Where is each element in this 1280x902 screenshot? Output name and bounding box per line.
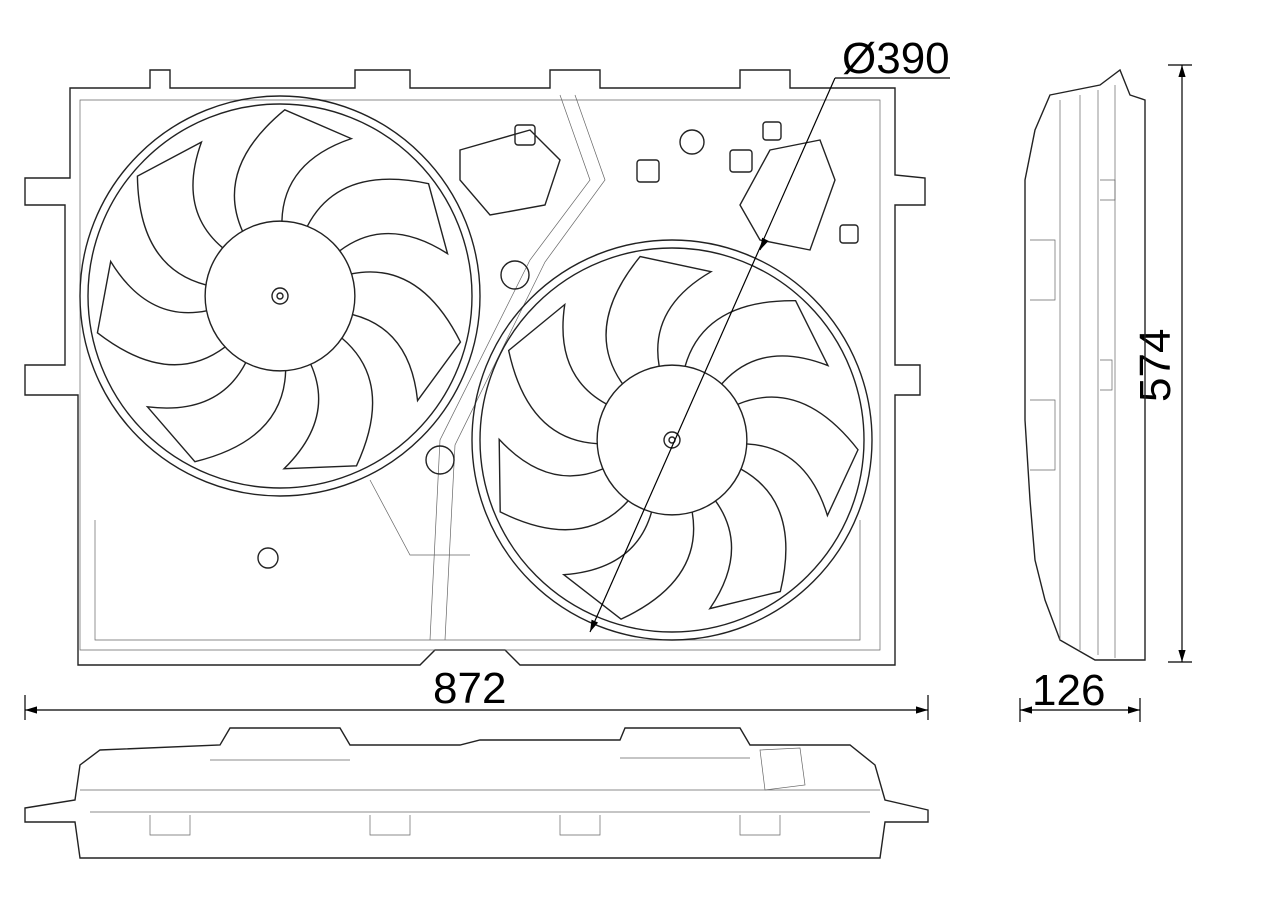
fan-blade — [605, 255, 713, 385]
fan-ring — [471, 239, 873, 641]
fan-blade — [282, 337, 374, 470]
fan-blade — [737, 396, 859, 518]
diameter-dimension: Ø390 — [589, 34, 950, 633]
fan-blade — [498, 437, 629, 531]
fan-ring — [79, 95, 481, 497]
side-view — [1024, 68, 1146, 661]
depth-dimension: 126 — [1019, 666, 1141, 722]
fan-blade — [561, 511, 695, 620]
fan-ring-inner — [87, 103, 473, 489]
fan-blade — [96, 259, 226, 366]
front-view — [24, 69, 926, 666]
bottom-view — [24, 727, 929, 859]
height-label: 574 — [1131, 329, 1180, 402]
width-dimension: 872 — [24, 664, 929, 720]
fan-blade — [708, 468, 787, 610]
right-fan — [471, 239, 873, 641]
fan-blade — [351, 271, 462, 403]
left-fan — [79, 95, 481, 497]
fan-blade — [507, 302, 607, 445]
height-dimension: 574 — [1131, 64, 1192, 663]
fan-blade — [306, 178, 449, 256]
fan-blade — [233, 109, 354, 232]
fan-blade — [136, 140, 224, 286]
shroud-outline — [24, 69, 926, 666]
diameter-label: Ø390 — [842, 34, 950, 83]
width-label: 872 — [433, 664, 506, 713]
fan-hub — [596, 364, 748, 516]
fan-hub-center — [271, 287, 289, 305]
fan-blade — [145, 362, 287, 463]
depth-label: 126 — [1032, 666, 1105, 715]
fan-hub — [204, 220, 356, 372]
fan-blade — [684, 299, 830, 385]
fan-ring-inner — [479, 247, 865, 633]
